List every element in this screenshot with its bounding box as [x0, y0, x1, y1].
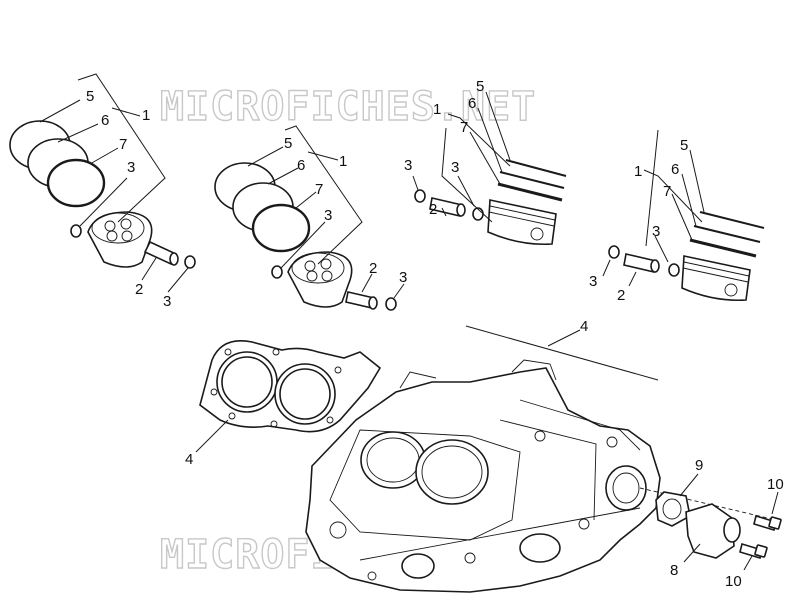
callout-2: 2 [617, 287, 625, 304]
piston-kit-front-right: 5 6 1 7 3 3 2 [404, 78, 567, 246]
callout-6: 6 [101, 112, 109, 129]
callout-5: 5 [284, 135, 292, 152]
callout-6: 6 [671, 161, 679, 178]
callout-2: 2 [369, 260, 377, 277]
callout-6: 6 [297, 157, 305, 174]
piston [87, 211, 153, 268]
piston-ring-second [693, 225, 761, 243]
callout-7: 7 [119, 136, 127, 153]
callout-10: 10 [767, 476, 784, 493]
callout-3: 3 [652, 223, 660, 240]
watermark-top: MICROFICHES.NET [160, 84, 536, 130]
bearing-seat [401, 553, 435, 579]
callout-3: 3 [399, 269, 407, 286]
callout-3: 3 [451, 159, 459, 176]
callout-2: 2 [135, 281, 143, 298]
callout-7: 7 [460, 119, 468, 136]
piston-pin [429, 197, 466, 217]
circlip [668, 263, 680, 277]
piston-pin [345, 291, 378, 310]
callout-3: 3 [589, 273, 597, 290]
circlip [608, 245, 620, 259]
callout-2: 2 [429, 201, 437, 218]
callout-5: 5 [86, 88, 94, 105]
callout-8: 8 [670, 562, 678, 579]
piston-ring-oil [497, 182, 563, 202]
piston-kit-rear-left: 5 6 7 1 3 2 3 [214, 125, 407, 311]
bearing-seat [519, 533, 561, 563]
circlip [70, 224, 82, 238]
callout-3: 3 [127, 159, 135, 176]
piston-ring-top [505, 159, 567, 177]
callout-4: 4 [580, 318, 588, 335]
bearing-cover: 8 [670, 503, 741, 579]
callout-3: 3 [324, 207, 332, 224]
piston [681, 255, 751, 302]
piston [287, 251, 353, 308]
bolt-upper: 10 [753, 476, 784, 532]
piston-ring-oil [689, 238, 757, 258]
bolt-lower: 10 [725, 542, 768, 590]
callout-3: 3 [404, 157, 412, 174]
piston-pin [143, 240, 179, 266]
cylinder-bore [360, 431, 426, 489]
callout-1: 1 [433, 101, 441, 118]
callout-1: 1 [339, 153, 347, 170]
piston-ring-oil [46, 158, 106, 208]
piston [487, 199, 557, 246]
piston-pin [623, 253, 660, 273]
callout-4: 4 [185, 451, 193, 468]
circlip [472, 207, 484, 221]
callout-5: 5 [680, 137, 688, 154]
circlip [271, 265, 283, 279]
callout-6: 6 [468, 95, 476, 112]
cover-gasket: 9 [655, 457, 703, 527]
callout-3: 3 [163, 293, 171, 310]
callout-10: 10 [725, 573, 742, 590]
callout-9: 9 [695, 457, 703, 474]
circlip [414, 189, 426, 203]
callout-7: 7 [663, 183, 671, 200]
circlip [385, 297, 397, 311]
cylinder-bore [415, 439, 489, 505]
cylinder-head-gasket: 4 [185, 340, 382, 468]
piston-kit-front-left: 5 6 7 1 3 2 3 [9, 73, 196, 310]
piston-ring-second [499, 171, 565, 189]
callout-7: 7 [315, 181, 323, 198]
piston-ring-top [699, 211, 765, 229]
circlip [184, 255, 196, 269]
piston-kit-rear-right: 5 6 1 7 3 3 2 [589, 129, 765, 304]
output-housing [605, 465, 647, 511]
crankcase: 4 [305, 318, 661, 593]
callout-1: 1 [634, 163, 642, 180]
piston-ring-oil [251, 203, 311, 253]
callout-1: 1 [142, 107, 150, 124]
callout-5: 5 [476, 78, 484, 95]
